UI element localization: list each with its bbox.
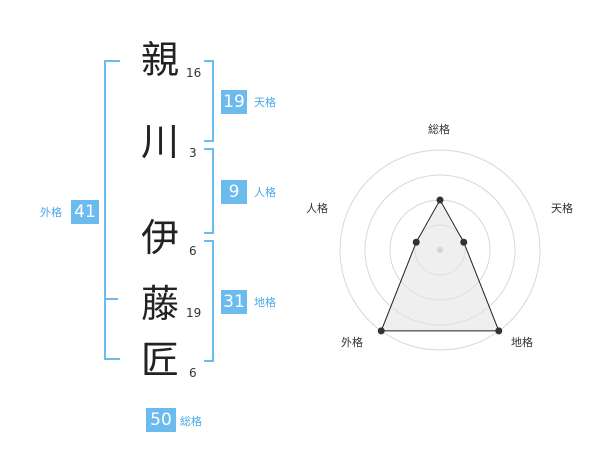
stroke-count-1: 16 [186, 66, 202, 80]
bracket-gaikaku-tick [104, 298, 118, 300]
bracket-jinkaku [204, 148, 214, 234]
gaikaku-label: 外格 [40, 206, 62, 219]
tenkaku-score-badge: 19 [221, 90, 247, 114]
stroke-count-2: 3 [189, 146, 197, 160]
kanji-5: 匠 [140, 338, 179, 382]
bracket-gaikaku [104, 60, 120, 360]
soukaku-score-badge: 50 [146, 408, 176, 432]
radar-point-tenkaku [460, 238, 468, 246]
stroke-count-3: 6 [189, 244, 197, 258]
radar-label-gaikaku: 外格 [341, 336, 363, 349]
radar-label-chikaku: 地格 [511, 336, 533, 349]
radar-value-polygon [380, 198, 500, 332]
bracket-chikaku [204, 240, 214, 362]
radar-point-gaikaku [377, 327, 385, 335]
kanji-4: 藤 [140, 282, 179, 326]
stroke-count-5: 6 [189, 366, 197, 380]
radar-label-soukaku: 総格 [428, 123, 450, 136]
bracket-tenkaku [204, 60, 214, 142]
stroke-count-4: 19 [186, 306, 202, 320]
radar-point-jinkaku [412, 238, 420, 246]
kanji-3: 伊 [140, 216, 179, 260]
radar-label-jinkaku: 人格 [306, 202, 328, 215]
radar-label-tenkaku: 天格 [551, 202, 573, 215]
kanji-1: 親 [140, 38, 179, 82]
jinkaku-label: 人格 [254, 186, 276, 199]
jinkaku-score-badge: 9 [221, 180, 247, 204]
gaikaku-score-badge: 41 [71, 200, 99, 224]
chikaku-label: 地格 [254, 296, 276, 309]
radar-point-soukaku [436, 196, 444, 204]
tenkaku-label: 天格 [254, 96, 276, 109]
radar-ring [339, 149, 541, 351]
soukaku-label: 総格 [180, 415, 202, 428]
kanji-2: 川 [140, 120, 179, 164]
radar-point-chikaku [495, 327, 503, 335]
chikaku-score-badge: 31 [221, 290, 247, 314]
